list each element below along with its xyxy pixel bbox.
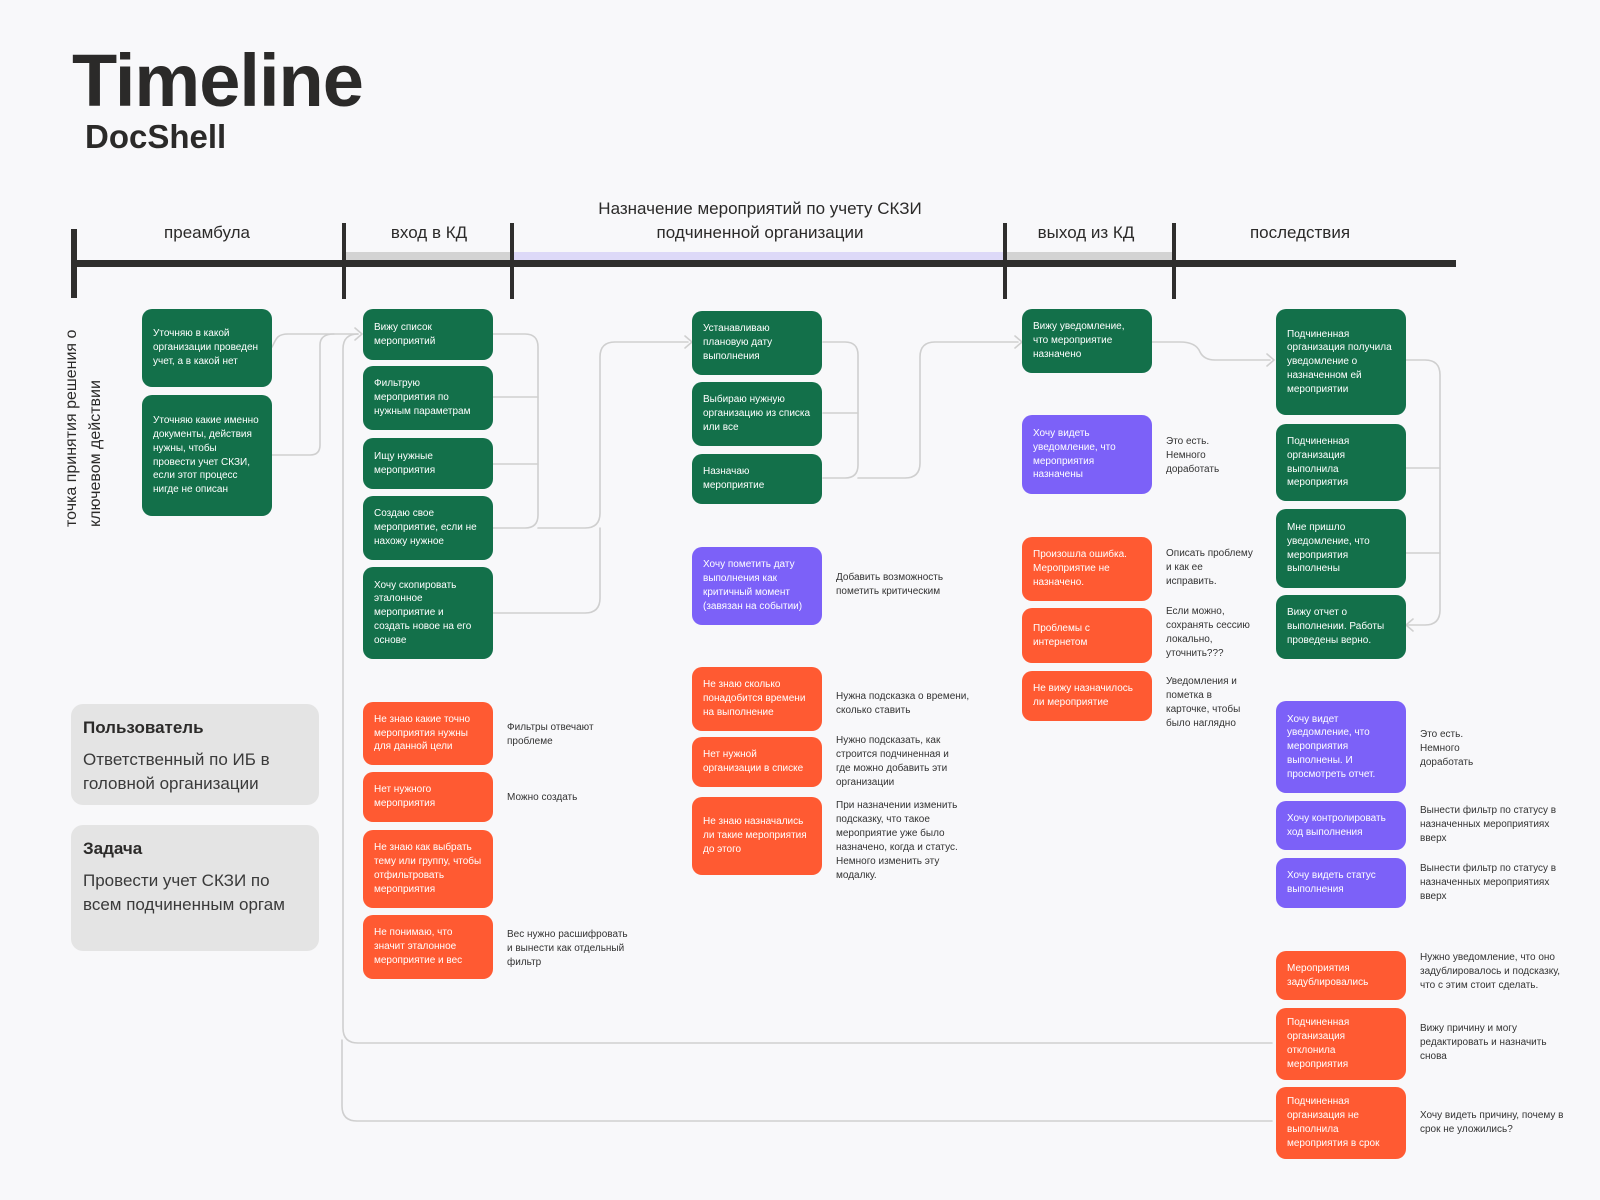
timeline-axis (72, 260, 1456, 267)
entry-problem-card: Не понимаю, что значит эталонное меропри… (363, 915, 493, 979)
assign-action-card: Назначаю мероприятие (692, 454, 822, 504)
phase-label-exit: выход из КД (1037, 223, 1135, 242)
assign-note: При назначении изменить подсказку, что т… (836, 800, 958, 881)
connector-consequences-bracket (1401, 359, 1441, 626)
consequence-note: Хочу видеть причину, почему в срок не ул… (1420, 1110, 1564, 1135)
page-subtitle: DocShell (85, 118, 227, 155)
consequence-note: Вижу причину и могу редактировать и назн… (1420, 1023, 1547, 1062)
connector-preamble-2 (271, 333, 335, 456)
connector-assign-exit (857, 341, 1019, 479)
phase-band-entry (346, 252, 512, 263)
user-info-box: Пользователь Ответственный по ИБ в голов… (71, 704, 319, 805)
assign-problem-card: Нет нужной организации в списке (692, 737, 822, 787)
user-heading: Пользователь (83, 718, 204, 737)
phase-label-preamble: преамбула (164, 223, 250, 242)
connector-loop-overdue (341, 1039, 1273, 1122)
arrowhead-consequences (1266, 353, 1275, 367)
connector-entry-bracket (492, 333, 539, 529)
connector-preamble-1 (271, 333, 359, 348)
exit-problem-card: Не вижу назначилось ли мероприятие (1022, 671, 1152, 721)
exit-problem-card: Произошла ошибка. Мероприятие не назначе… (1022, 537, 1152, 601)
assign-action-card: Выбираю нужную организацию из списка или… (692, 382, 822, 446)
exit-problem-card: Проблемы с интернетом (1022, 608, 1152, 663)
arrowhead-assign (684, 335, 693, 349)
preamble-action-card: Уточняю какие именно документы, действия… (142, 395, 272, 516)
entry-action-card: Хочу скопировать эталонное мероприятие и… (363, 567, 493, 659)
arrowhead-exit (1014, 335, 1023, 349)
assign-note: Нужно подсказать, как строится подчиненн… (836, 735, 949, 788)
entry-note: Вес нужно расшифровать и вынести как отд… (507, 929, 628, 968)
arrowhead-entry (354, 327, 363, 341)
consequence-problem-card: Подчиненная организация не выполнила мер… (1276, 1087, 1406, 1159)
consequence-action-card: Подчиненная организация получила уведомл… (1276, 309, 1406, 415)
consequence-problem-card: Подчиненная организация отклонила меропр… (1276, 1008, 1406, 1080)
user-text: Ответственный по ИБ в головной организац… (83, 750, 270, 793)
phase-label-consequences: последствия (1249, 223, 1351, 242)
consequence-action-card: Мне пришло уведомление, что мероприятия … (1276, 509, 1406, 588)
consequence-note: Вынести фильтр по статусу в назначенных … (1420, 863, 1557, 902)
preamble-action-card: Уточняю в какой организации проведен уче… (142, 309, 272, 387)
consequence-action-card: Вижу отчет о выполнении. Работы проведен… (1276, 595, 1406, 659)
exit-wish-card: Хочу видеть уведомление, что мероприятия… (1022, 415, 1152, 494)
exit-note: Описать проблему и как ее исправить. (1166, 548, 1253, 587)
entry-action-card: Фильтрую мероприятия по нужным параметра… (363, 366, 493, 430)
exit-note: Это есть. Немного доработать (1166, 436, 1220, 475)
exit-note: Если можно, сохранять сессию локально, у… (1166, 606, 1250, 659)
phase-label-entry: вход в КД (390, 223, 468, 242)
consequence-note: Вынести фильтр по статусу в назначенных … (1420, 805, 1557, 844)
task-text: Провести учет СКЗИ по всем подчиненным о… (83, 871, 285, 914)
assign-problem-card: Не знаю сколько понадобится времени на в… (692, 667, 822, 731)
phase-band-exit (1005, 252, 1175, 263)
assign-wish-card: Хочу пометить дату выполнения как критич… (692, 547, 822, 625)
phase-band-assign (512, 252, 1005, 263)
phase-label-assign: Назначение мероприятий по учету СКЗИ под… (598, 199, 922, 242)
assign-note: Нужна подсказка о времени, сколько стави… (836, 691, 970, 716)
connector-assign-bracket (822, 341, 859, 479)
arrowhead-consequences-report (1405, 618, 1414, 632)
entry-action-card: Вижу список мероприятий (363, 309, 493, 360)
connector-entry-assign-2 (492, 527, 601, 614)
assign-action-card: Устанавливаю плановую дату выполнения (692, 311, 822, 375)
entry-problem-card: Не знаю как выбрать тему или группу, что… (363, 830, 493, 908)
consequence-problem-card: Мероприятия задублировались (1276, 951, 1406, 1000)
assign-problem-card: Не знаю назначались ли такие мероприятия… (692, 797, 822, 875)
entry-problem-card: Не знаю какие точно мероприятия нужны дл… (363, 702, 493, 765)
entry-action-card: Ищу нужные мероприятия (363, 438, 493, 489)
consequence-action-card: Подчиненная организация выполнила меропр… (1276, 424, 1406, 501)
page-title: Timeline (72, 39, 364, 122)
consequence-note: Это есть. Немного доработать (1420, 729, 1474, 768)
connector-entry-assign-1 (537, 341, 689, 529)
consequence-wish-card: Хочу видет уведомление, что мероприятия … (1276, 701, 1406, 793)
exit-action-card: Вижу уведомление, что мероприятие назнач… (1022, 309, 1152, 373)
task-heading: Задача (83, 839, 143, 858)
consequence-wish-card: Хочу видеть статус выполнения (1276, 858, 1406, 908)
entry-note: Фильтры отвечают проблеме (507, 722, 594, 747)
decision-point-label: точка принятия решения о ключевом действ… (63, 329, 104, 527)
entry-problem-card: Нет нужного мероприятия (363, 772, 493, 822)
assign-note: Добавить возможность пометить критически… (836, 572, 944, 597)
entry-note: Можно создать (507, 792, 578, 803)
connector-exit-consequences (1149, 341, 1271, 361)
task-info-box: Задача Провести учет СКЗИ по всем подчин… (71, 825, 319, 951)
entry-action-card: Создаю свое мероприятие, если не нахожу … (363, 496, 493, 560)
exit-note: Уведомления и пометка в карточке, чтобы … (1166, 676, 1241, 729)
consequence-note: Нужно уведомление, что оно задублировало… (1420, 952, 1561, 991)
consequence-wish-card: Хочу контролировать ход выполнения (1276, 801, 1406, 850)
